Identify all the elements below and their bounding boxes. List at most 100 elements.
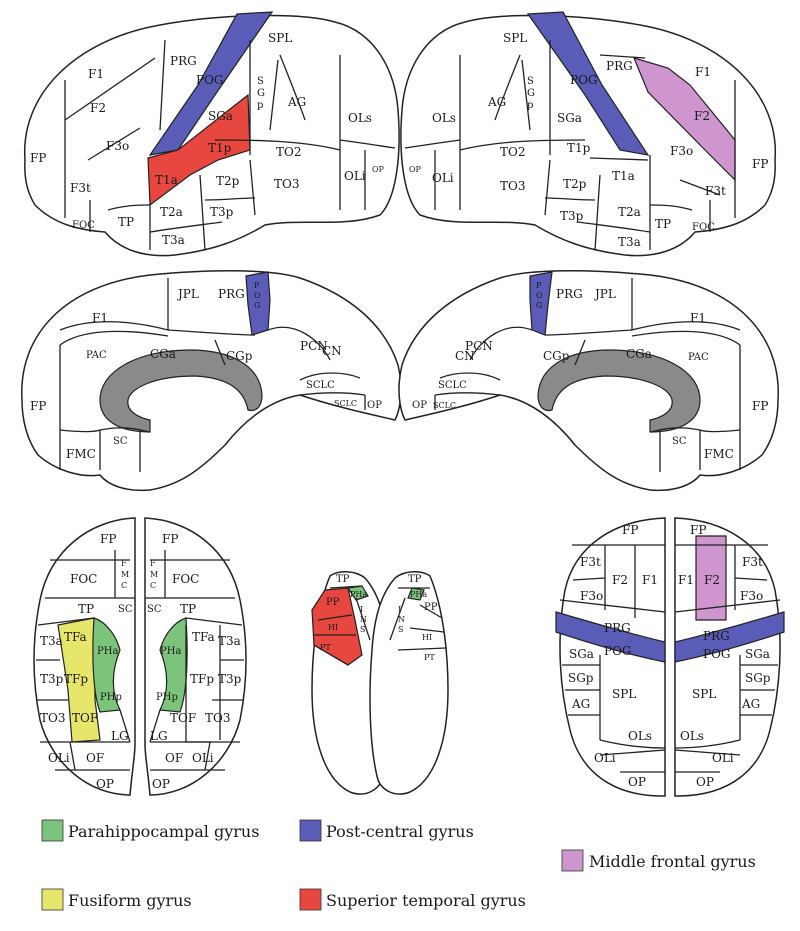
label-PP-left: PP [326, 597, 340, 608]
label-AG: AG [487, 95, 506, 109]
label-FMC-right-c: C [150, 581, 156, 590]
label-TP-left: TP [78, 602, 94, 616]
label-SGp-left: SGp [568, 671, 594, 685]
label-PHp-left: PHp [100, 692, 122, 703]
legend-label-parahippocampal: Parahippocampal gyrus [68, 822, 259, 841]
label-TO2: TO2 [276, 145, 301, 159]
label-JPL: JPL [593, 287, 616, 301]
label-OF-right: OF [165, 751, 183, 765]
label-F3o: F3o [670, 144, 693, 158]
label-POG-g: G [536, 301, 542, 310]
legend-swatch-fusiform [41, 888, 64, 911]
label-FP-left: FP [100, 532, 116, 546]
label-TFa-right: TFa [192, 630, 215, 644]
label-FP: FP [752, 399, 768, 413]
label-OLs-right: OLs [680, 729, 704, 743]
label-OP-right: OP [696, 775, 714, 789]
legend-swatch-postcentral [299, 819, 322, 842]
label-TO3: TO3 [500, 179, 525, 193]
label-PCN: PCN [300, 339, 328, 353]
label-OLi: OLi [344, 169, 366, 183]
label-T2a: T2a [618, 205, 641, 219]
label-SC: SC [113, 436, 128, 447]
label-F1: F1 [690, 311, 706, 325]
label-TOF-left: TOF [72, 711, 98, 725]
label-SGp-g: G [527, 88, 535, 99]
label-PT-left: PT [320, 643, 331, 652]
label-SGp-s: S [527, 76, 534, 87]
label-TP: TP [655, 217, 671, 231]
label-CGp: CGp [543, 349, 570, 363]
label-INS-left-i: I [360, 605, 363, 614]
label-TP-right: TP [408, 574, 422, 585]
label-SGp-right: SGp [745, 671, 771, 685]
label-AG-right: AG [741, 697, 760, 711]
label-PHa-left: PHa [97, 646, 118, 657]
label-FOC: FOC [692, 222, 715, 233]
label-SC: SC [672, 436, 687, 447]
label-LG-right: LG [150, 729, 168, 743]
label-SGa-right: SGa [745, 647, 770, 661]
label-OLs: OLs [348, 111, 372, 125]
label-F2-left: F2 [612, 573, 628, 587]
label-T1p: T1p [208, 141, 232, 155]
corpus-callosum [537, 349, 701, 433]
label-POG: POG [196, 73, 224, 87]
label-INS-right-s: S [398, 625, 403, 634]
label-TFp-left: TFp [64, 672, 88, 686]
superior-temporal-gyrus-region [147, 93, 251, 207]
label-F2: F2 [694, 109, 710, 123]
label-SPL: SPL [268, 31, 292, 45]
label-TO2: TO2 [500, 145, 525, 159]
label-FMC: FMC [704, 447, 734, 461]
label-PT-right: PT [424, 653, 435, 662]
label-CN: CN [322, 344, 342, 358]
label-OP: OP [367, 400, 382, 411]
label-F3o-right: F3o [740, 589, 763, 603]
label-OLi-left: OLi [48, 751, 70, 765]
label-SCLC-2: SCLC [433, 401, 456, 410]
label-POG-left: POG [604, 644, 632, 658]
label-PRG: PRG [556, 287, 583, 301]
label-SCLC: SCLC [306, 380, 335, 391]
label-INS-right-i: I [398, 605, 401, 614]
label-F2: F2 [90, 101, 106, 115]
label-FP: FP [30, 151, 46, 165]
middle-frontal-gyrus-region [695, 535, 727, 621]
label-PAC: PAC [86, 350, 107, 361]
label-AG: AG [287, 95, 306, 109]
label-OLs: OLs [432, 111, 456, 125]
label-T2p: T2p [563, 177, 587, 191]
label-PHa-right: PHa [160, 646, 181, 657]
label-SPL: SPL [503, 31, 527, 45]
label-SCLC-2: SCLC [334, 399, 357, 408]
label-OLi-left: OLi [594, 751, 616, 765]
label-F1: F1 [88, 67, 104, 81]
label-FP-left: FP [622, 523, 638, 537]
label-OLi-right: OLi [192, 751, 214, 765]
label-TFp-right: TFp [190, 672, 214, 686]
label-CGp: CGp [226, 349, 253, 363]
label-T1a: T1a [155, 173, 178, 187]
label-SCLC: SCLC [438, 380, 467, 391]
label-F3t: F3t [705, 184, 726, 198]
lateral-right-view: SPL POG PRG F1 F2 AG S G p SGa OLs OLi O… [400, 11, 776, 257]
label-POG-g: G [254, 301, 260, 310]
label-F3o: F3o [106, 139, 129, 153]
label-PCN: PCN [465, 339, 493, 353]
label-PRG-right: PRG [703, 629, 730, 643]
parahippocampal-gyrus-region [407, 587, 425, 601]
label-FP: FP [30, 399, 46, 413]
label-F1: F1 [695, 65, 711, 79]
label-OP: OP [412, 400, 427, 411]
label-TP: TP [118, 215, 134, 229]
label-POG-p: P [254, 281, 260, 290]
legend-swatch-parahippocampal [41, 819, 64, 842]
label-POG-o: O [536, 291, 543, 300]
label-SGp-g: G [257, 88, 265, 99]
label-T3p: T3p [210, 205, 234, 219]
label-T3p-right: T3p [218, 672, 242, 686]
parahippocampal-gyrus-region [159, 617, 188, 713]
label-PHp-right: PHp [156, 692, 178, 703]
label-INS-right-n: N [398, 615, 405, 624]
